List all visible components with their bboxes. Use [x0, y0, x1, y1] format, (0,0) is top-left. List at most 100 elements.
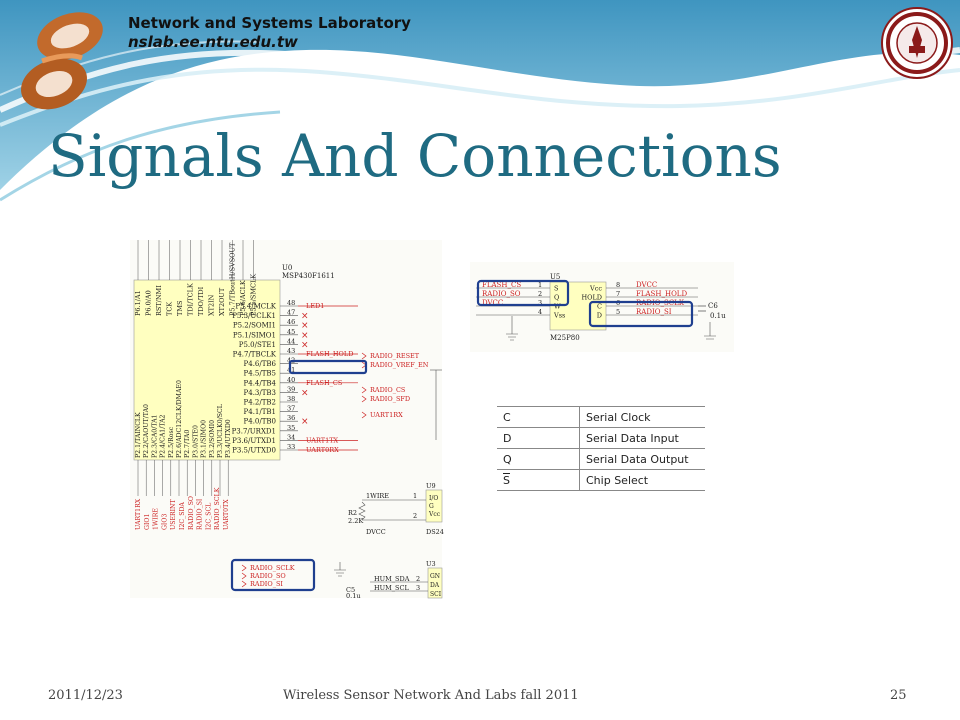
- resistor-label: R2: [348, 509, 357, 517]
- footer-page-number: 25: [890, 688, 907, 703]
- flash-right-net: RADIO_SI: [636, 308, 672, 316]
- one-wire-net: 1WIRE: [366, 492, 389, 500]
- mcu-pin-number: 35: [287, 424, 295, 432]
- humidity-part: U3: [426, 560, 436, 568]
- mcu-top-pin-label: TMS: [176, 301, 184, 316]
- radio-net-label: RADIO_CS: [370, 386, 405, 394]
- flash-left-pin-number: 2: [538, 290, 542, 298]
- lab-logo: [21, 12, 103, 110]
- radio-bus-highlight: [230, 558, 316, 592]
- mcu-pin-number: 40: [287, 376, 295, 384]
- flash-right-pin-number: 8: [616, 281, 620, 289]
- mcu-top-pin-label: P6.0/A0: [145, 290, 153, 316]
- humidity-cap-value: 0.1u: [346, 592, 361, 600]
- mcu-bottom-pin-label: P3.1/SIMO0: [201, 420, 208, 458]
- flash-right-pin-label: C: [597, 303, 602, 311]
- net-arrow: [241, 564, 247, 572]
- one-wire-chip-name: DS24: [426, 528, 444, 536]
- lab-name: Network and Systems Laboratory: [128, 14, 411, 32]
- signal-pin: Q: [497, 448, 580, 470]
- mcu-pin-label: P5.1/SIMO1: [233, 331, 276, 339]
- net-arrow: [241, 580, 247, 588]
- mcu-pin-number: 48: [287, 299, 295, 307]
- flash-left-pin-label: Q: [554, 294, 559, 302]
- mcu-pin-label: P4.1/TB1: [244, 408, 276, 416]
- flash-left-pin-label: S: [554, 285, 558, 293]
- one-wire-pin-label: G: [429, 503, 434, 510]
- flash-right-pin-label: Vcc: [589, 285, 602, 293]
- mcu-pin-number: 36: [287, 414, 295, 422]
- signal-description: Serial Data Output: [579, 448, 705, 470]
- flash-right-highlight: [588, 300, 694, 328]
- radio-bus-label: RADIO_SO: [250, 572, 286, 580]
- mcu-bottom-pin-label: P2.5/Rosc: [168, 426, 175, 458]
- mcu-pin-number: 44: [287, 337, 295, 345]
- mcu-bottom-net-label: GIO3: [161, 514, 168, 530]
- mcu-bottom-net-label: 1WIRE: [153, 508, 160, 530]
- signal-pin: S: [497, 469, 580, 491]
- resistor-symbol: [358, 501, 366, 521]
- one-wire-part: U9: [426, 482, 436, 490]
- flash-left-net: FLASH_CS: [482, 281, 521, 289]
- mcu-pin-label: P4.4/TB4: [244, 379, 277, 387]
- university-seal: [881, 7, 953, 79]
- mcu-bottom-net-label: UART0TX: [223, 499, 230, 530]
- mcu-pin-label: P3.7/URXD1: [232, 427, 276, 435]
- mcu-bottom-net-label: GIO1: [144, 514, 151, 530]
- no-connect-mark: ×: [301, 331, 309, 341]
- flash-right-pin-number: 7: [616, 290, 620, 298]
- mcu-bottom-pin-label: P3.2/SOMI0: [209, 420, 216, 458]
- flash-chip-name: M25P80: [550, 334, 580, 342]
- mcu-pin-label: P5.4/MCLK: [235, 303, 276, 311]
- flash-left-pin-label: Vss: [553, 312, 565, 320]
- flash-left-net: RADIO_SO: [482, 290, 521, 298]
- signal-description: Serial Clock: [579, 406, 705, 428]
- flash-left-pin-number: 3: [538, 299, 542, 307]
- one-wire-pin-label: Vcc: [428, 511, 441, 518]
- mcu-top-pin-label: P5.5/SMCLK: [250, 274, 258, 316]
- flash-cap-label: C6: [708, 302, 718, 310]
- mcu-top-pin-label: P5.6/ACLK: [239, 280, 247, 316]
- mcu-pin-label: P4.6/TB6: [244, 360, 277, 368]
- mcu-pin-label: P4.0/TB0: [244, 418, 276, 426]
- flash-left-pin-number: 4: [538, 308, 542, 316]
- mcu-pin-label: P4.2/TB2: [244, 399, 276, 407]
- one-wire-pin-number: 1: [413, 492, 417, 500]
- mcu-pin-label: P5.0/STE1: [239, 341, 276, 349]
- humidity-pin-number: 2: [416, 575, 420, 583]
- humidity-pin-label: DA: [430, 582, 440, 589]
- mcu-pin-number: 39: [287, 385, 295, 393]
- humidity-pin-number: 3: [416, 584, 420, 592]
- mcu-pin-number: 33: [287, 443, 295, 451]
- mcu-top-pin-label: XT2OUT: [218, 287, 226, 316]
- mcu-pin-number: 45: [287, 328, 295, 336]
- mcu-pin-label: P3.6/UTXD1: [232, 437, 276, 445]
- header-wave-background: [0, 0, 960, 202]
- mcu-pin-label: P4.7/TBCLK: [233, 351, 277, 359]
- one-wire-chip: [425, 489, 443, 523]
- signal-description: Serial Data Input: [579, 427, 705, 449]
- net-arrow: [361, 411, 367, 419]
- mcu-pin-number: 47: [287, 309, 295, 317]
- flash-chip-body: [549, 281, 607, 331]
- mcu-bottom-pin-label: P2.6/ADC12CLK/DMAE0: [176, 380, 183, 458]
- humidity-chip: [427, 567, 443, 599]
- mcu-bottom-pin-label: P2.3/CA0/TA1: [151, 414, 158, 458]
- resistor-value: 2.2K: [348, 517, 363, 525]
- flash-part: U5: [550, 273, 560, 281]
- mcu-bottom-net-label: I2C_SDA: [179, 502, 186, 530]
- flash-left-pin-label: W: [554, 303, 561, 311]
- mcu-top-pin-label: XT2IN: [208, 294, 216, 316]
- mcu-pin-label: P4.3/TB3: [244, 389, 276, 397]
- ground-symbol: [704, 322, 716, 340]
- mcu-pin-label: P4.5/TB5: [244, 370, 276, 378]
- flash-schematic: U5M25P80S1FLASH_CSQ2RADIO_SOW3DVCCVss4Vc…: [470, 262, 734, 352]
- net-arrow: [361, 386, 367, 394]
- footer-course: Wireless Sensor Network And Labs fall 20…: [283, 688, 579, 703]
- mcu-pin-label: P5.3/UCLK1: [232, 312, 276, 320]
